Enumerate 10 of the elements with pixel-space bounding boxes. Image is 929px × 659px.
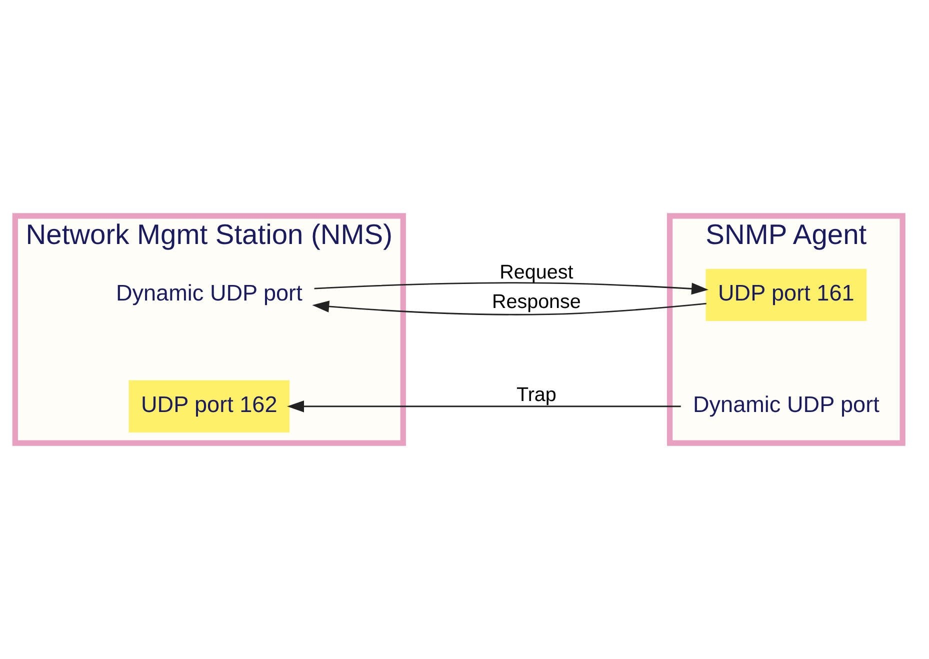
node-text: Dynamic UDP port — [692, 392, 880, 417]
node-text: Dynamic UDP port — [116, 280, 302, 306]
arrow — [287, 400, 681, 412]
edge-label: Trap — [516, 384, 556, 406]
arrow — [312, 300, 706, 316]
edge-label: Response — [492, 290, 581, 313]
edge-label: Request — [500, 261, 574, 284]
node-box: UDP port 161 — [706, 268, 867, 322]
arrow — [314, 282, 708, 295]
node-box: UDP port 162 — [128, 380, 290, 432]
